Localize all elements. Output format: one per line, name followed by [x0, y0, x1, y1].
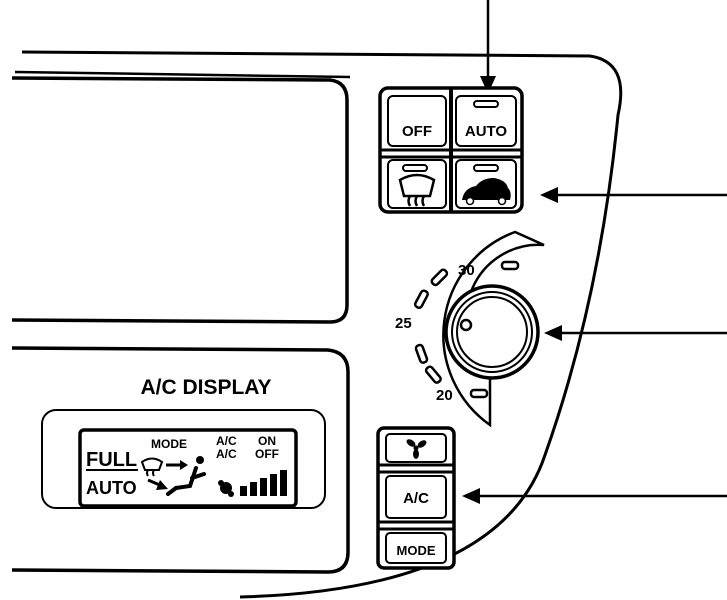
- auto-button-label: AUTO: [465, 123, 508, 140]
- ac-button[interactable]: A/C: [385, 475, 447, 519]
- defrost-indicator-lamp: [402, 164, 428, 172]
- mode-button[interactable]: MODE: [385, 532, 447, 564]
- temperature-label-25: 25: [395, 315, 412, 332]
- console-inner-edge: [14, 70, 351, 79]
- ac-button-label: A/C: [403, 490, 429, 507]
- auto-button[interactable]: AUTO: [455, 95, 517, 147]
- temperature-scale: 30 25 20: [395, 230, 545, 428]
- lcd-screen: FULL AUTO MODE A/C A/C ON OFF: [78, 428, 298, 508]
- recirculation-icon: [462, 178, 511, 206]
- temperature-label-20: 20: [436, 387, 453, 404]
- fan-icon: [406, 439, 427, 459]
- temperature-label-30: 30: [458, 262, 475, 279]
- seated-person-icon: [166, 456, 206, 496]
- lcd-vent-arrow-icon: [147, 460, 188, 490]
- off-button[interactable]: OFF: [387, 95, 447, 147]
- knob-pointer: [459, 318, 473, 332]
- lcd-mode-text: MODE: [151, 437, 187, 451]
- temperature-knob[interactable]: [444, 284, 540, 380]
- lcd-ac-bottom-text: A/C: [216, 447, 237, 461]
- fan-button[interactable]: [385, 433, 447, 463]
- lcd-auto-text: AUTO: [86, 478, 137, 498]
- defrost-icon: [398, 173, 436, 207]
- display-panel: [11, 346, 350, 574]
- callout-arrows: [462, 0, 727, 504]
- defrost-button[interactable]: [387, 159, 447, 209]
- display-title: A/C DISPLAY: [140, 376, 271, 399]
- lcd-defrost-icon: [140, 457, 164, 477]
- lcd-on-text: ON: [258, 434, 276, 448]
- upper-panel: [11, 76, 349, 324]
- auto-indicator-lamp: [473, 100, 499, 108]
- lcd-ac-top-text: A/C: [216, 434, 237, 448]
- recirculation-indicator-lamp: [473, 164, 499, 172]
- lcd-off-text: OFF: [255, 447, 279, 461]
- recirculation-button[interactable]: [455, 159, 517, 209]
- mode-button-label: MODE: [397, 543, 436, 558]
- off-button-label: OFF: [402, 123, 432, 140]
- lcd-fan-icon: [218, 480, 234, 497]
- lcd-full-text: FULL: [86, 449, 137, 471]
- fan-bars-icon: [240, 470, 287, 496]
